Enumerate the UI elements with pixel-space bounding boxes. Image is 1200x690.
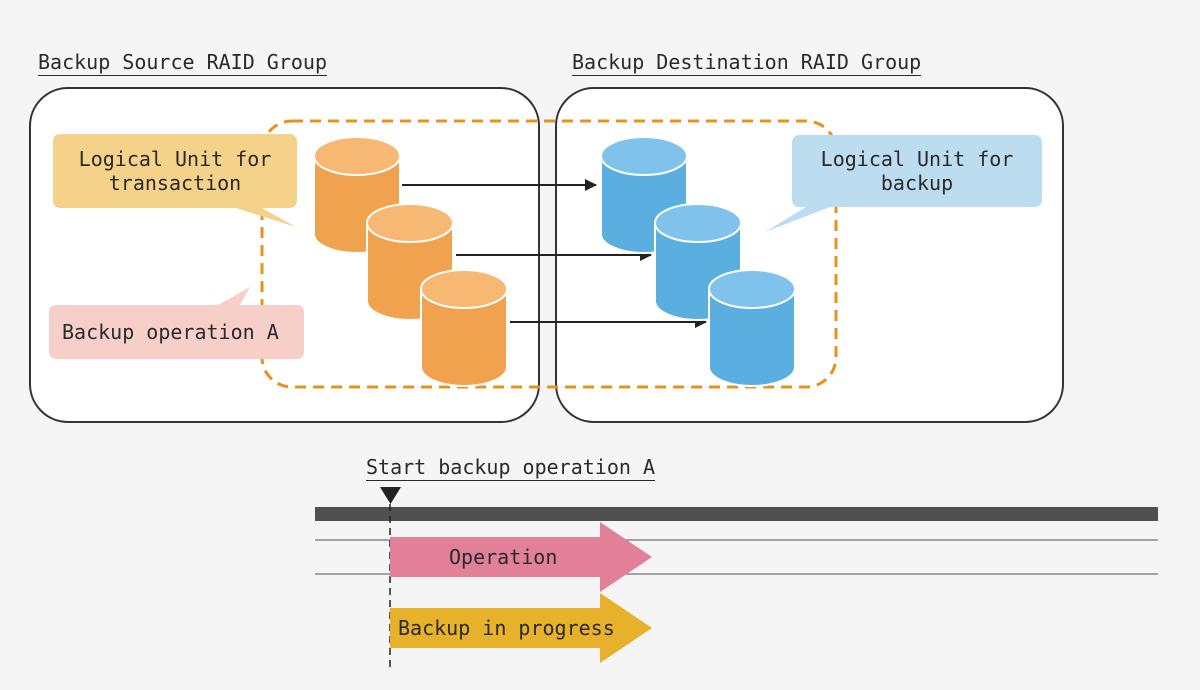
start-marker-icon xyxy=(380,487,401,504)
callout-operation-label: Backup operation A xyxy=(62,320,279,344)
backup-progress-label: Backup in progress xyxy=(398,616,615,640)
backup-operation-outline xyxy=(260,119,838,389)
timeline-bar xyxy=(315,507,1158,521)
backup-progress-arrow xyxy=(390,593,652,663)
callout-transaction-label: Logical Unit for transaction xyxy=(78,147,272,195)
callout-backup-bubble xyxy=(765,135,1042,232)
callout-backup-label: Logical Unit for backup xyxy=(820,147,1014,195)
operation-arrow xyxy=(390,522,652,592)
callout-transaction-bubble xyxy=(53,134,297,227)
source-group-title: Backup Source RAID Group xyxy=(38,50,327,76)
destination-disk-3-icon xyxy=(708,269,796,387)
callout-operation-bubble xyxy=(49,287,304,359)
start-operation-label: Start backup operation A xyxy=(366,455,655,481)
destination-group-title: Backup Destination RAID Group xyxy=(572,50,922,76)
source-disk-3-icon xyxy=(420,269,508,387)
operation-label: Operation xyxy=(449,545,558,569)
